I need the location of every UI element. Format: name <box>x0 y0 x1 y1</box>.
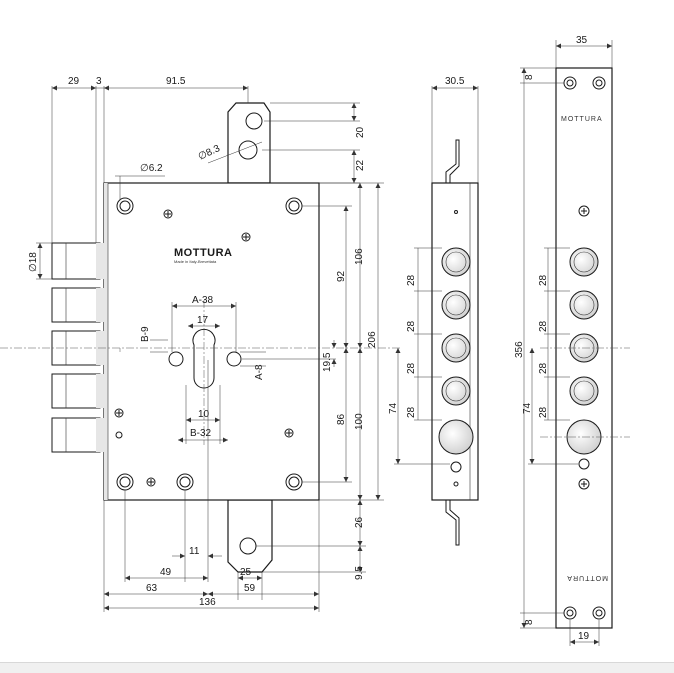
dim-side-spacing-28-1: 28 <box>406 274 417 286</box>
faceplate-view: MOTTURA MOTTURA 35 356 8 8 28 28 <box>514 35 630 646</box>
dim-faceplate-8-bottom: 8 <box>524 619 535 625</box>
dim-side-width-30-5: 30.5 <box>445 76 465 87</box>
faceplate-logo-bottom: MOTTURA <box>566 574 608 581</box>
top-mounting-tab <box>227 102 271 184</box>
dim-height-100: 100 <box>354 413 365 430</box>
lock-case-body <box>103 182 320 501</box>
deadbolts <box>51 242 104 453</box>
lock-front-view: MOTTURA Made in Italy-Brevettata ∅8.3 ∅6… <box>0 76 400 612</box>
dim-faceplate-width-19: 19 <box>578 631 590 642</box>
deadbolt-1 <box>51 242 104 280</box>
dim-height-9-5: 9.5 <box>354 566 365 580</box>
dim-faceplate-height-356: 356 <box>514 341 525 358</box>
dim-faceplate-spacing-28-1: 28 <box>538 274 549 286</box>
dim-height-19-5: 19.5 <box>322 352 333 372</box>
faceplate-holes <box>563 76 606 620</box>
dim-b9: B-9 <box>140 326 151 342</box>
screws <box>114 209 294 487</box>
dim-width-25: 25 <box>240 567 252 578</box>
logo-tagline: Made in Italy-Brevettata <box>174 259 217 264</box>
dim-width-59: 59 <box>244 583 256 594</box>
faceplate-logo-top: MOTTURA <box>561 116 603 123</box>
dim-height-206: 206 <box>367 331 378 348</box>
lock-side-view: 30.5 28 28 28 28 74 <box>388 76 479 546</box>
dim-width-63: 63 <box>146 583 158 594</box>
dim-height-86: 86 <box>336 413 347 425</box>
side-bolt-heads <box>438 210 474 487</box>
dim-width-29: 29 <box>68 76 80 87</box>
dim-width-136: 136 <box>199 597 216 608</box>
dim-width-17: 17 <box>197 315 209 326</box>
dim-height-20: 20 <box>355 126 366 138</box>
dim-side-spacing-28-2: 28 <box>406 320 417 332</box>
dim-faceplate-spacing-28-4: 28 <box>538 406 549 418</box>
dim-height-26: 26 <box>354 516 365 528</box>
dim-faceplate-width-35: 35 <box>576 35 588 46</box>
dim-diameter-8-3: ∅8.3 <box>197 143 223 163</box>
dim-side-spacing-28-3: 28 <box>406 362 417 374</box>
dim-side-spacing-28-4: 28 <box>406 406 417 418</box>
dim-side-74: 74 <box>388 402 399 414</box>
bottom-scrollbar-strip <box>0 662 674 673</box>
dim-height-92: 92 <box>336 270 347 282</box>
dim-b32: B-32 <box>190 428 212 439</box>
cylinder-cutout <box>168 328 242 389</box>
dim-width-3: 3 <box>96 76 102 87</box>
dim-height-22: 22 <box>355 159 366 171</box>
dim-a38: A-38 <box>192 295 214 306</box>
dim-diameter-6-2: ∅6.2 <box>140 163 163 174</box>
dim-height-106: 106 <box>354 248 365 265</box>
deadbolt-2 <box>51 287 104 323</box>
dim-width-10: 10 <box>198 409 210 420</box>
deadbolt-5 <box>51 417 104 453</box>
dim-a8: A-8 <box>254 364 265 380</box>
dim-diameter-18: ∅18 <box>28 252 39 272</box>
dim-faceplate-spacing-28-2: 28 <box>538 320 549 332</box>
dim-width-11: 11 <box>189 546 200 557</box>
bottom-mounting-tab <box>227 499 273 573</box>
dim-faceplate-74: 74 <box>522 402 533 414</box>
logo-text: MOTTURA <box>174 247 233 259</box>
deadbolt-4 <box>51 373 104 409</box>
dim-width-91-5: 91.5 <box>166 76 186 87</box>
dim-width-49: 49 <box>160 567 172 578</box>
dim-faceplate-8-top: 8 <box>524 74 535 80</box>
dim-faceplate-spacing-28-3: 28 <box>538 362 549 374</box>
